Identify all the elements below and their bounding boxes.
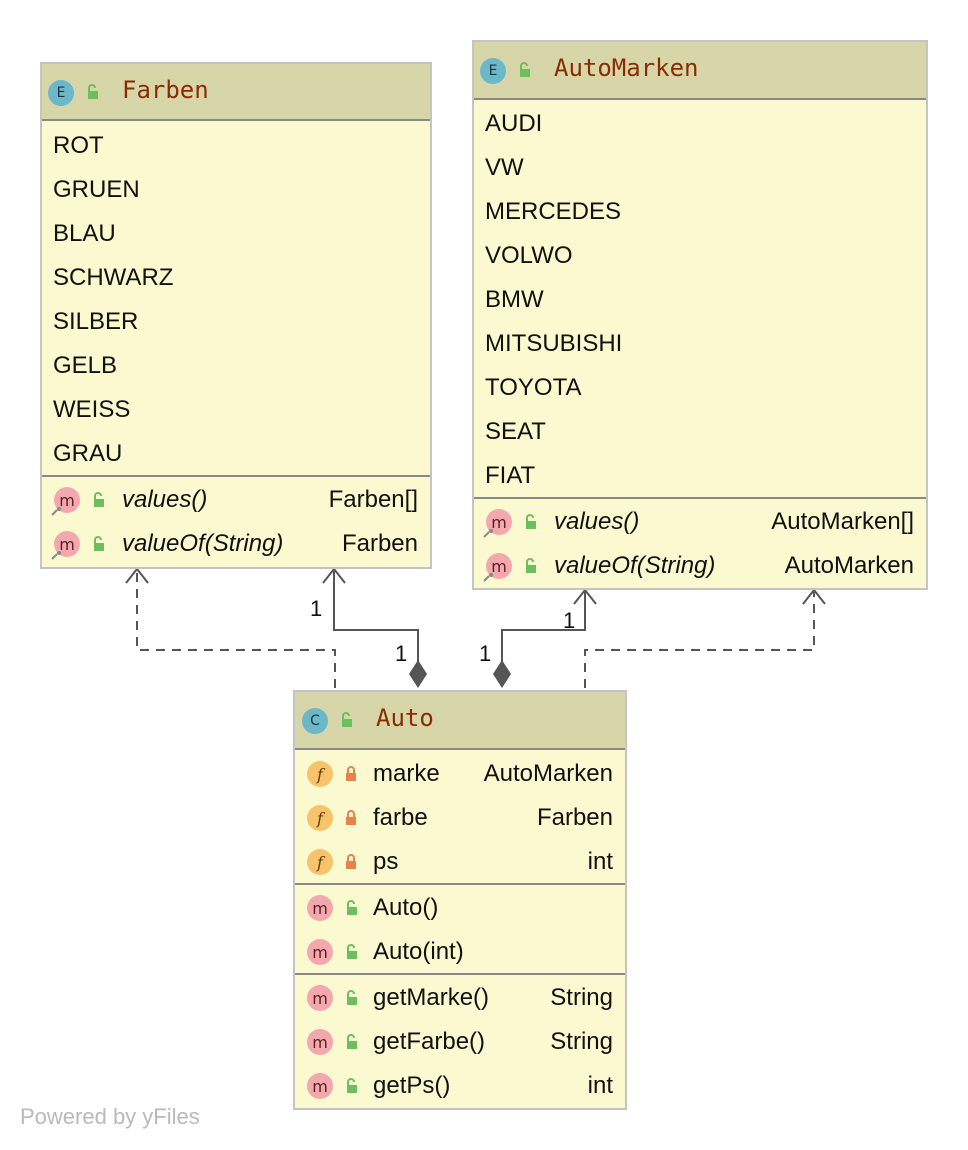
constructor-icon: m xyxy=(307,895,333,921)
method-icon: m xyxy=(51,487,80,516)
field-type: int xyxy=(587,848,613,875)
automarken-header: E AutoMarken xyxy=(474,42,926,100)
enum-constant: WEISS xyxy=(53,396,131,423)
field-type: Farben xyxy=(536,804,613,831)
enum-constant: VOLWO xyxy=(485,242,573,269)
field-icon: f xyxy=(307,805,333,831)
constructor-name: Auto() xyxy=(373,894,439,921)
constructor-icon: m xyxy=(307,939,333,965)
credit-watermark: Powered by yFiles xyxy=(20,1104,200,1129)
enum-constant: MERCEDES xyxy=(485,198,622,225)
enum-constant: SCHWARZ xyxy=(53,264,174,291)
field-type: AutoMarken xyxy=(483,760,613,787)
method-type: AutoMarken[] xyxy=(771,508,914,535)
public-lock-icon xyxy=(342,712,352,727)
private-lock-icon xyxy=(346,854,356,869)
enum-icon: E xyxy=(48,80,74,106)
class-title: AutoMarken xyxy=(554,54,699,82)
public-lock-icon xyxy=(347,900,357,915)
method-name: valueOf(String) xyxy=(122,530,284,557)
method-type: Farben xyxy=(341,530,418,557)
method-name: getFarbe() xyxy=(373,1028,486,1055)
enum-constant: BLAU xyxy=(53,220,116,247)
field-name: farbe xyxy=(373,804,428,831)
public-lock-icon xyxy=(347,944,357,959)
method-name: getMarke() xyxy=(373,984,490,1011)
automarken-enum-node[interactable]: E AutoMarken AUDI VW MERCEDES VOLWO BMW … xyxy=(472,40,928,590)
field-icon: f xyxy=(307,849,333,875)
public-lock-icon xyxy=(526,514,536,529)
composition-auto-automarken xyxy=(493,588,597,688)
enum-constant: GRUEN xyxy=(53,176,140,203)
method-icon: m xyxy=(483,553,512,582)
private-lock-icon xyxy=(346,810,356,825)
enum-icon: E xyxy=(480,58,506,84)
enum-constant: AUDI xyxy=(485,110,543,137)
farben-header: E Farben xyxy=(42,64,430,121)
method-icon: m xyxy=(307,1073,333,1099)
public-lock-icon xyxy=(347,1034,357,1049)
constructor-name: Auto(int) xyxy=(373,938,464,965)
public-lock-icon xyxy=(520,62,530,77)
method-name: getPs() xyxy=(373,1072,451,1099)
class-icon: C xyxy=(302,708,328,734)
field-name: marke xyxy=(373,760,440,787)
class-title: Auto xyxy=(376,704,434,732)
auto-header: C Auto xyxy=(295,692,625,750)
enum-constant: GRAU xyxy=(53,440,123,467)
enum-constant: ROT xyxy=(53,132,104,159)
composition-auto-farben xyxy=(322,567,427,688)
auto-class-node[interactable]: C Auto f marke AutoMarken f farbe Farben… xyxy=(293,690,627,1110)
method-type: String xyxy=(550,1028,613,1055)
section-divider xyxy=(474,497,926,499)
multiplicity-label: 1 xyxy=(310,596,323,621)
field-name: ps xyxy=(373,848,399,875)
method-icon: m xyxy=(51,531,80,560)
enum-constant: SILBER xyxy=(53,308,139,335)
method-name: values() xyxy=(554,508,640,535)
multiplicity-label: 1 xyxy=(479,641,492,666)
enum-constant: BMW xyxy=(485,286,544,313)
field-icon: f xyxy=(307,761,333,787)
method-type: AutoMarken xyxy=(784,552,914,579)
method-type: String xyxy=(550,984,613,1011)
class-title: Farben xyxy=(122,76,209,104)
dependency-auto-farben xyxy=(125,567,336,688)
enum-constant: GELB xyxy=(53,352,118,379)
method-icon: m xyxy=(483,509,512,538)
public-lock-icon xyxy=(526,558,536,573)
enum-constant: TOYOTA xyxy=(485,374,582,401)
multiplicity-label: 1 xyxy=(395,641,408,666)
farben-enum-node[interactable]: E Farben ROT GRUEN BLAU SCHWARZ SILBER G… xyxy=(40,62,432,569)
enum-constant: FIAT xyxy=(485,462,536,489)
method-type: int xyxy=(587,1072,613,1099)
public-lock-icon xyxy=(88,84,98,99)
dependency-auto-automarken xyxy=(584,588,826,688)
section-divider xyxy=(295,973,625,975)
section-divider xyxy=(295,883,625,885)
enum-constant: VW xyxy=(485,154,524,181)
method-name: values() xyxy=(122,486,208,513)
enum-constant: MITSUBISHI xyxy=(485,330,623,357)
public-lock-icon xyxy=(347,1078,357,1093)
section-divider xyxy=(42,475,430,477)
public-lock-icon xyxy=(347,990,357,1005)
public-lock-icon xyxy=(94,536,104,551)
enum-constant: SEAT xyxy=(485,418,546,445)
method-icon: m xyxy=(307,1029,333,1055)
private-lock-icon xyxy=(346,766,356,781)
method-name: valueOf(String) xyxy=(554,552,716,579)
method-type: Farben[] xyxy=(328,486,418,513)
method-icon: m xyxy=(307,985,333,1011)
public-lock-icon xyxy=(94,492,104,507)
multiplicity-label: 1 xyxy=(563,608,576,633)
